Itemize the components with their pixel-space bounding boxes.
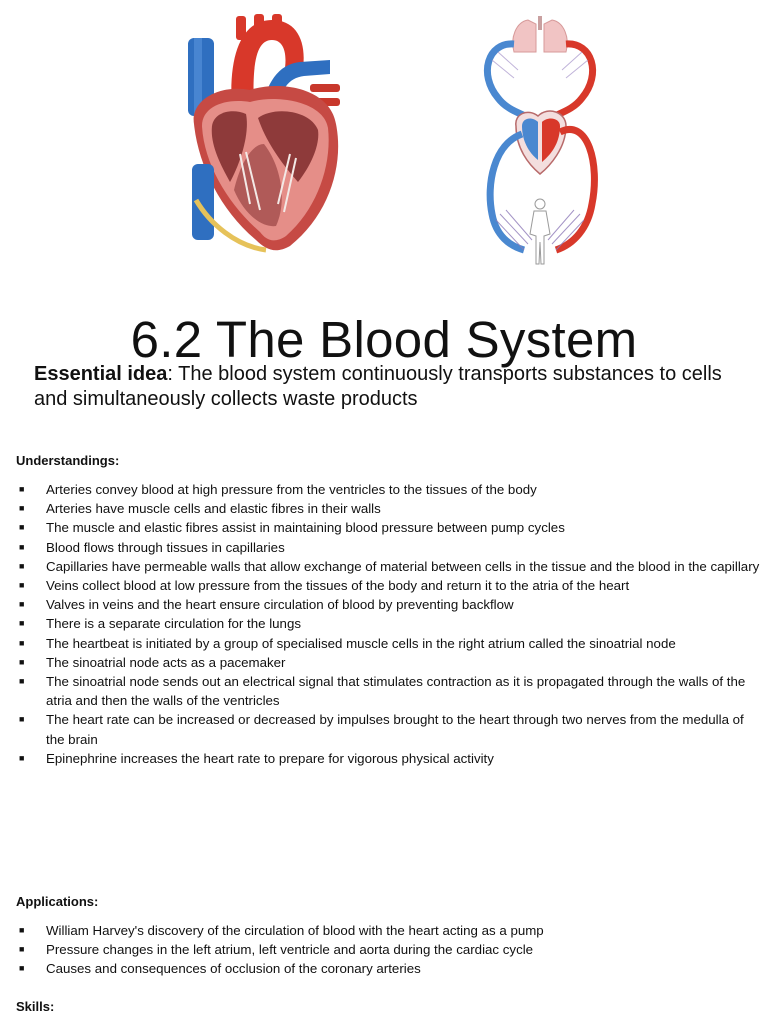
list-item: ■ Veins collect blood at low pressure fro… xyxy=(16,576,760,595)
list-item: ■ Arteries have muscle cells and elastic … xyxy=(16,499,760,518)
list-item: ■ Blood flows through tissues in capillar… xyxy=(16,538,760,557)
bullet-square-icon: ■ xyxy=(19,656,25,667)
list-item: ■ Pressure changes in the left atrium, le… xyxy=(16,940,760,959)
bullet-square-icon: ■ xyxy=(19,560,25,571)
bullet-square-icon: ■ xyxy=(19,580,25,591)
bullet-square-icon: ■ xyxy=(19,963,25,974)
list-item-text: Arteries have muscle cells and elastic f… xyxy=(46,501,381,517)
bullet-square-icon: ■ xyxy=(19,925,25,935)
bullet-square-icon: ■ xyxy=(19,599,25,610)
list-item-text: The sinoatrial node acts as a pacemaker xyxy=(46,654,286,670)
list-item-text: Valves in veins and the heart ensure cir… xyxy=(46,597,514,613)
list-item: ■ There is a separate circulation for the… xyxy=(16,614,760,633)
list-item-text: Blood flows through tissues in capillari… xyxy=(46,539,285,555)
understandings-heading: Understandings: xyxy=(16,453,120,468)
bullet-square-icon: ■ xyxy=(19,503,25,514)
essential-idea: Essential idea: The blood system continu… xyxy=(34,362,744,412)
list-item: ■ Capillaries have permeable walls that a… xyxy=(16,557,760,576)
list-item: ■ The heart rate can be increased or decr… xyxy=(16,710,760,748)
understandings-list: ■ Arteries convey blood at high pressure … xyxy=(16,480,760,768)
bullet-square-icon: ■ xyxy=(19,484,25,494)
list-item-text: Causes and consequences of occlusion of … xyxy=(46,961,421,977)
applications-heading: Applications: xyxy=(16,894,99,909)
list-item-text: Epinephrine increases the heart rate to … xyxy=(46,750,494,766)
list-item-text: The heart rate can be increased or decre… xyxy=(46,712,744,747)
list-item: ■ The muscle and elastic fibres assist in… xyxy=(16,518,760,537)
list-item: ■ The sinoatrial node acts as a pacemaker xyxy=(16,653,760,672)
bullet-square-icon: ■ xyxy=(19,522,25,533)
list-item-text: There is a separate circulation for the … xyxy=(46,616,301,632)
skills-heading: Skills: xyxy=(16,999,55,1014)
applications-list: ■ William Harvey's discovery of the circu… xyxy=(16,921,760,979)
list-item: ■ Arteries convey blood at high pressure … xyxy=(16,480,760,499)
bullet-square-icon: ■ xyxy=(19,676,25,687)
bullet-square-icon: ■ xyxy=(19,752,25,763)
bullet-square-icon: ■ xyxy=(19,618,25,629)
list-item-text: The sinoatrial node sends out an electri… xyxy=(46,674,746,709)
list-item-text: The muscle and elastic fibres assist in … xyxy=(46,520,565,536)
list-item-text: Veins collect blood at low pressure from… xyxy=(46,578,630,594)
list-item: ■ William Harvey's discovery of the circu… xyxy=(16,921,760,940)
bullet-square-icon: ■ xyxy=(19,541,25,552)
list-item: ■ The sinoatrial node sends out an electr… xyxy=(16,672,760,710)
page-title: 6.2 The Blood System xyxy=(130,311,638,369)
list-item-text: The heartbeat is initiated by a group of… xyxy=(46,635,676,651)
essential-idea-text: : The blood system continuously transpor… xyxy=(34,363,722,410)
list-item: ■ Valves in veins and the heart ensure ci… xyxy=(16,595,760,614)
list-item: ■ Epinephrine increases the heart rate to… xyxy=(16,749,760,768)
list-item-text: William Harvey's discovery of the circul… xyxy=(46,923,544,938)
list-item: ■ The heartbeat is initiated by a group o… xyxy=(16,634,760,653)
heart-illustration xyxy=(188,14,340,253)
list-item-text: Arteries convey blood at high pressure f… xyxy=(46,482,537,497)
list-item-text: Capillaries have permeable walls that al… xyxy=(46,558,760,574)
circulation-diagram xyxy=(484,16,598,265)
list-item: ■ Causes and consequences of occlusion of… xyxy=(16,959,760,978)
bullet-square-icon: ■ xyxy=(19,714,25,725)
bullet-square-icon: ■ xyxy=(19,944,25,955)
essential-idea-label: Essential idea xyxy=(34,363,168,385)
list-item-text: Pressure changes in the left atrium, lef… xyxy=(46,942,534,958)
bullet-square-icon: ■ xyxy=(19,637,25,648)
